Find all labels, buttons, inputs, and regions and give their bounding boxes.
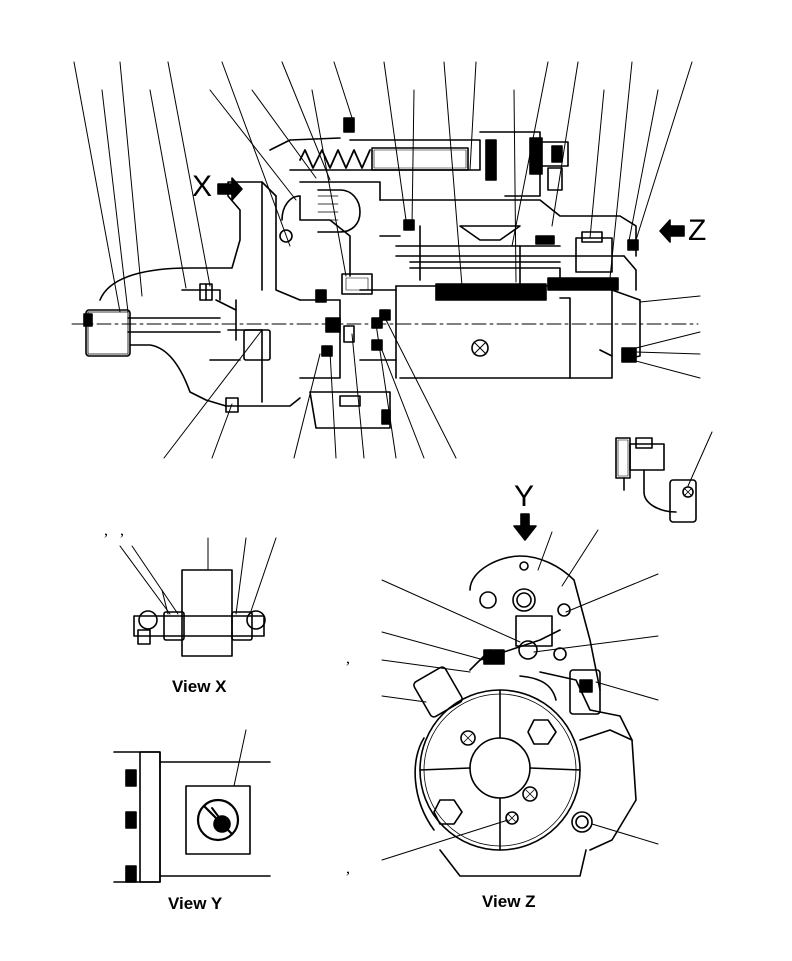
view-y-caption: View Y	[168, 894, 223, 913]
detail-bracket	[615, 431, 713, 523]
view-x-caption: View X	[172, 677, 227, 696]
view-z-caption: View Z	[482, 892, 536, 911]
field-frame	[359, 285, 641, 379]
view-x-letter: X	[192, 170, 213, 203]
leader-lines-top	[73, 61, 693, 313]
leader-lines-right	[631, 295, 701, 379]
main-section-view	[71, 61, 701, 459]
view-y-letter: Y	[514, 480, 535, 513]
comma-mark: ,	[120, 522, 124, 539]
leader-lines-bottom	[163, 315, 457, 459]
pinion-gear	[83, 309, 221, 357]
drive-clutch	[299, 273, 391, 429]
comma-mark: ,	[346, 650, 350, 667]
view-z-letter: Z	[688, 214, 707, 247]
view-y-arrow	[513, 513, 537, 541]
comma-mark: ,	[346, 860, 350, 877]
nose-housing	[99, 181, 301, 413]
view-y-drawing	[113, 729, 271, 883]
armature-yoke	[379, 199, 639, 301]
comma-mark: ,	[104, 522, 108, 539]
solenoid-housing	[261, 117, 569, 301]
view-z-drawing	[381, 513, 659, 877]
view-x-arrow	[217, 177, 243, 201]
view-x-drawing	[119, 537, 277, 657]
view-z-arrow	[659, 219, 685, 243]
